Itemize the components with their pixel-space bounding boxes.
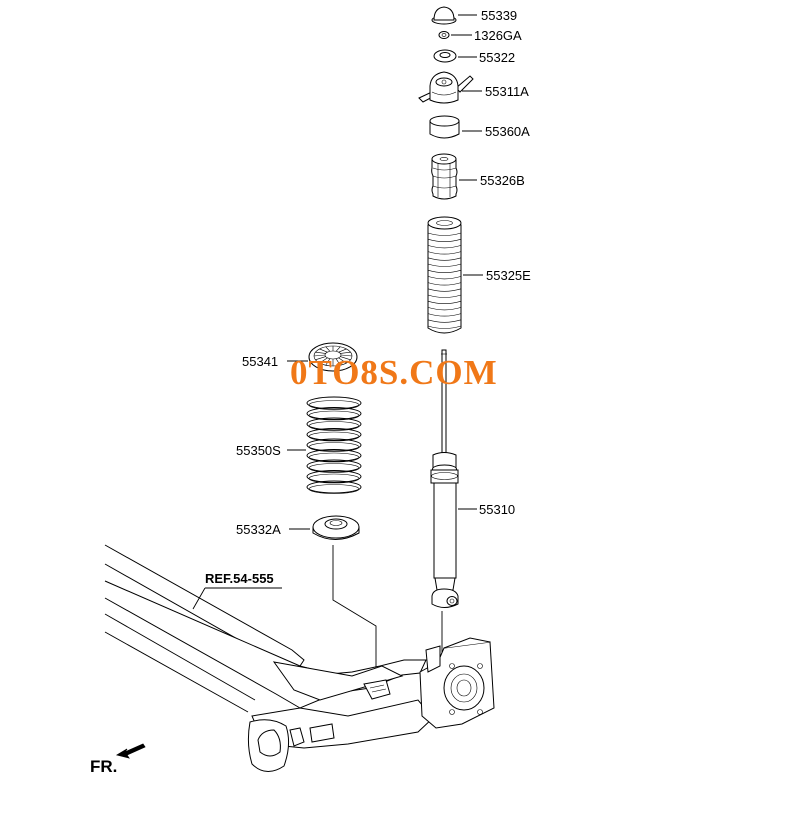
label-55310: 55310	[479, 502, 515, 517]
washer-part	[433, 49, 457, 63]
shock-absorber-part	[430, 349, 459, 608]
watermark-text: 0TO8S.COM	[290, 353, 498, 392]
label-55325E: 55325E	[486, 268, 531, 283]
label-55311A: 55311A	[485, 84, 529, 99]
front-arrow-icon	[115, 743, 146, 759]
label-55332A: 55332A	[236, 522, 281, 537]
label-1326GA: 1326GA	[474, 28, 522, 43]
lower-spring-pad-part	[312, 515, 360, 540]
rear-axle-beam	[104, 544, 495, 772]
label-55341: 55341	[242, 354, 278, 369]
label-55326B: 55326B	[480, 173, 525, 188]
front-direction-label: FR.	[90, 757, 117, 776]
nut-part	[438, 31, 450, 39]
label-55339: 55339	[481, 8, 517, 23]
bump-stopper-part	[431, 153, 458, 200]
reference-label: REF.54-555	[205, 571, 274, 586]
label-55350S: 55350S	[236, 443, 281, 458]
dust-boot-part	[427, 216, 462, 334]
dust-cap-part	[431, 6, 457, 25]
label-55360A: 55360A	[485, 124, 530, 139]
coil-spring-part	[306, 396, 362, 494]
label-55322: 55322	[479, 50, 515, 65]
upper-mount-bracket-part	[418, 71, 474, 104]
upper-insulator-part	[429, 115, 460, 139]
spring-pad-part	[308, 342, 358, 372]
